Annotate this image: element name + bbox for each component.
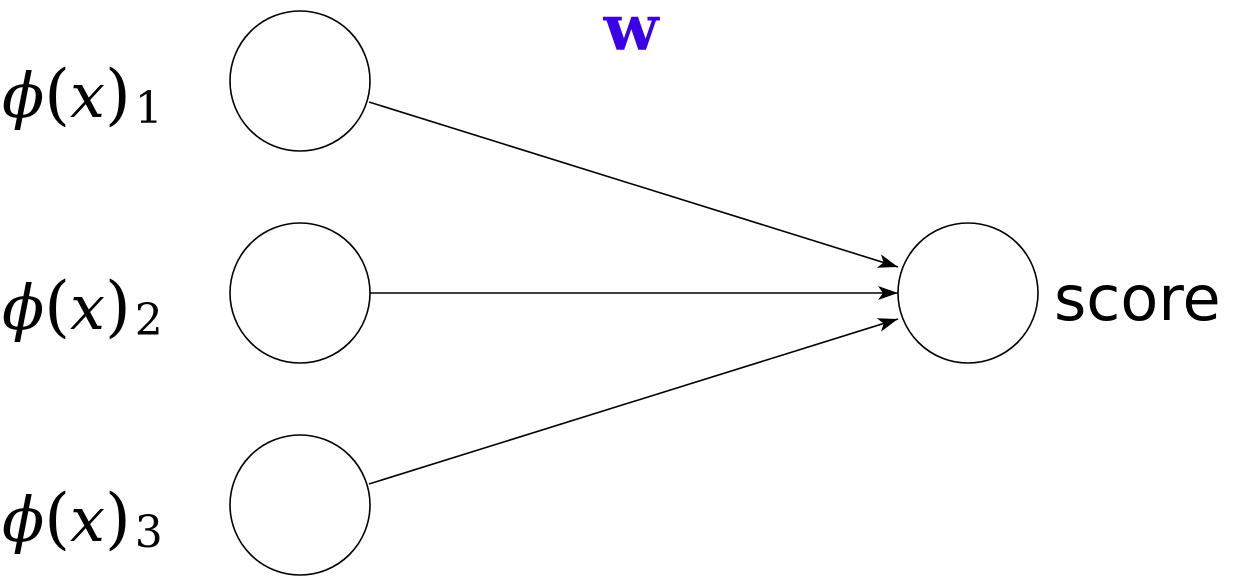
input-node-3 [229, 434, 371, 576]
output-node [897, 222, 1039, 364]
input-label-3: ϕ(x)3 [2, 480, 163, 558]
input-node-2 [229, 222, 371, 364]
edge-input-3 [368, 318, 899, 485]
weight-label: w [602, 0, 660, 66]
edge-input-1 [368, 101, 899, 268]
input-node-1 [229, 10, 371, 152]
output-label: score [1054, 262, 1221, 335]
input-label-1: ϕ(x)1 [2, 56, 163, 134]
input-label-2: ϕ(x)2 [2, 268, 163, 346]
